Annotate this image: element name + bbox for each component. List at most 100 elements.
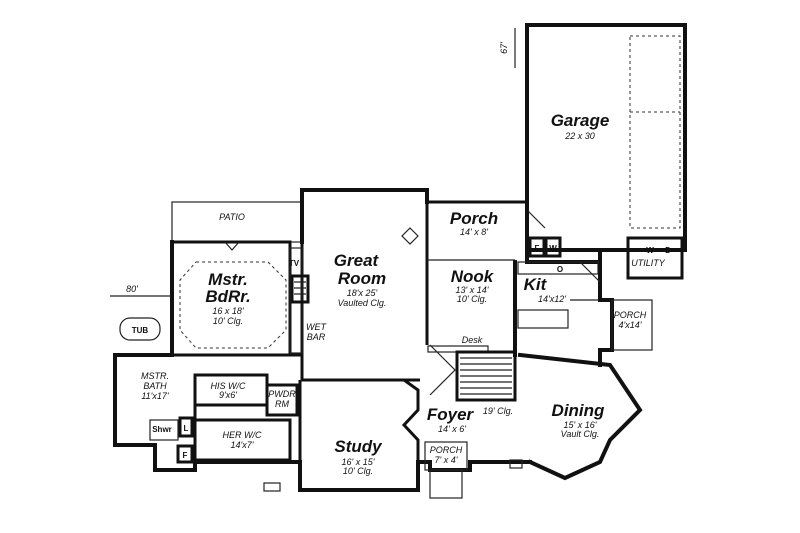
master-bath-size: 11'x17'	[141, 391, 169, 401]
dining-walls	[517, 352, 643, 481]
powder-label-1: PWDR	[268, 389, 296, 399]
fireplace-hatch	[294, 281, 306, 295]
nook: Nook 13' x 14' 10' Clg. Desk	[427, 259, 515, 353]
dining-label: Dining	[552, 401, 605, 420]
utility-label: UTILITY	[631, 258, 666, 268]
garage-room: Garage 22 x 30	[525, 23, 687, 252]
front-step-right	[509, 459, 523, 469]
kitchen: Kit 14'x12' O	[517, 261, 601, 329]
his-wic-label: HIS W/C	[211, 381, 246, 391]
study-east-wall	[401, 378, 420, 462]
master-bedroom-door	[224, 241, 240, 251]
patio: PATIO	[171, 201, 303, 243]
master-bath-label-1: MSTR.	[141, 371, 169, 381]
dimension-67-label: 67'	[499, 42, 509, 54]
powder-label-2: RM	[275, 399, 289, 409]
study-size: 16' x 15'	[342, 457, 375, 467]
bath-f-closet	[176, 444, 194, 464]
porch-side-size: 4'x14'	[619, 320, 642, 330]
patio-label: PATIO	[219, 212, 245, 222]
linen-label: L	[184, 424, 189, 433]
stairs	[429, 344, 517, 402]
fireplace	[290, 274, 310, 304]
porch-top-label: Porch	[450, 209, 498, 228]
her-wic-label: HER W/C	[223, 430, 262, 440]
great-room: TV WET BAR Great Room 18'x 25' Vaulted C…	[289, 242, 429, 382]
dining-clg: Vault Clg.	[561, 429, 600, 439]
closets: HIS W/C 9'x6' HER W/C 14'x7' PWDR RM	[193, 373, 299, 462]
dimension-67: 67'	[499, 28, 516, 68]
porch-front-label: PORCH	[430, 445, 463, 455]
great-room-north-wall	[300, 188, 429, 204]
master-bedroom-label-1: Mstr.	[208, 270, 248, 289]
front-step-left	[263, 482, 281, 492]
utility-room: F W W D UTILITY	[525, 236, 684, 280]
tv-label: TV	[289, 259, 300, 268]
kitchen-upper-counter	[517, 261, 599, 275]
dining-size: 15' x 16'	[564, 420, 597, 430]
porch-side: PORCH 4'x14'	[611, 299, 653, 351]
dimension-80-label: 80'	[126, 284, 138, 294]
study-clg: 10' Clg.	[343, 466, 373, 476]
porch-front-size: 7' x 4'	[435, 455, 458, 465]
washer-w-label: W	[549, 244, 557, 253]
porch-front: PORCH 7' x 4'	[424, 441, 523, 499]
her-wic-walls	[193, 418, 292, 462]
great-room-clg: Vaulted Clg.	[338, 298, 387, 308]
porch-side-outline	[611, 299, 653, 351]
porch-column	[401, 227, 419, 245]
master-bedroom-ceiling	[179, 261, 287, 349]
garage-door-outline	[629, 35, 681, 229]
linen-closet	[178, 416, 194, 438]
master-bedroom-label-2: BdRr.	[205, 287, 250, 306]
master-bedroom: Mstr. BdRr. 16 x 18' 10' Clg.	[172, 240, 292, 357]
study: Study 16' x 15' 10' Clg.	[263, 378, 420, 492]
garage-entry-door	[526, 209, 546, 229]
washer-box	[528, 236, 546, 258]
foyer-label: Foyer	[427, 405, 475, 424]
nook-clg: 10' Clg.	[457, 294, 487, 304]
tub	[119, 317, 161, 341]
porch-side-label: PORCH	[614, 310, 647, 320]
stair-treads	[460, 357, 512, 395]
utility-walls	[626, 236, 684, 280]
foyer: Foyer 14' x 6' 19' Clg.	[427, 405, 513, 434]
kitchen-counter-lines	[570, 261, 601, 301]
great-room-south-wall	[290, 353, 420, 382]
wet-bar-label-2: BAR	[307, 332, 326, 342]
patio-outline	[171, 201, 303, 243]
master-bath-label-2: BATH	[143, 381, 167, 391]
bath-f-label: F	[183, 451, 188, 460]
foyer-clg: 19' Clg.	[483, 406, 513, 416]
shower-label: Shwr	[152, 425, 172, 434]
tub-label: TUB	[132, 326, 149, 335]
great-room-size: 18'x 25'	[347, 288, 378, 298]
foyer-size: 14' x 6'	[438, 424, 466, 434]
stair-walls	[455, 350, 517, 402]
garage-walls	[525, 23, 687, 252]
nook-label: Nook	[451, 267, 495, 286]
kitchen-size: 14'x12'	[538, 294, 566, 304]
his-wic-size: 9'x6'	[219, 390, 237, 400]
wet-bar-label-1: WET	[306, 322, 327, 332]
stair-landing	[429, 344, 456, 396]
porch-top: Porch 14' x 8'	[401, 200, 529, 260]
porch-top-walls	[425, 200, 529, 260]
dimension-80: 80'	[110, 284, 170, 297]
utility-d-label: D	[665, 246, 671, 255]
porch-top-size: 14' x 8'	[460, 227, 488, 237]
study-label: Study	[334, 437, 383, 456]
nook-size: 13' x 14'	[456, 285, 489, 295]
powder-room-walls	[265, 383, 299, 417]
garage-label: Garage	[551, 111, 610, 130]
kitchen-island	[517, 309, 569, 329]
washer-f-label: F	[535, 244, 540, 253]
garage-size: 22 x 30	[564, 131, 595, 141]
kitchen-label: Kit	[524, 275, 548, 294]
great-room-label-2: Room	[338, 269, 386, 288]
dryer-box	[544, 236, 562, 258]
front-walk	[429, 469, 463, 499]
utility-w-label: W	[646, 246, 654, 255]
master-bath: TUB MSTR. BATH 11'x17' Shwr L F	[119, 317, 197, 464]
